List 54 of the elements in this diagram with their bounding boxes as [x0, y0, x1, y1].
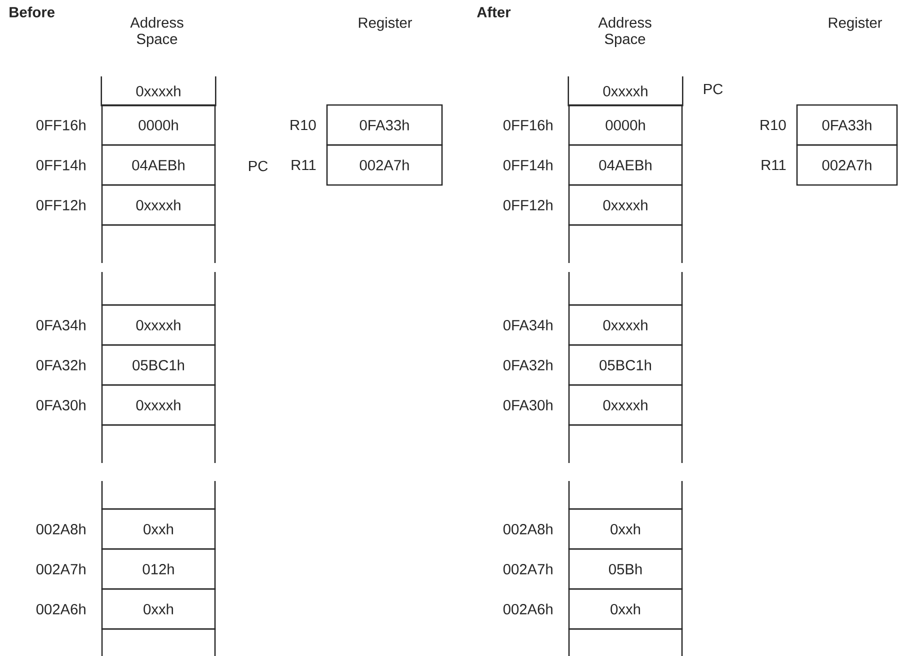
label: Register: [358, 17, 412, 31]
register-cell: 002A7h: [796, 144, 898, 186]
memory-cell: 0xxxxh: [100, 76, 216, 106]
address-label: 0FA34h: [503, 320, 552, 330]
address-label: 0FF14h: [503, 160, 552, 170]
memory-cell: 05BC1h: [101, 344, 216, 386]
address-label: 0FA32h: [503, 360, 552, 370]
memory-cell: 0000h: [568, 104, 683, 146]
memory-cell: 0xxxxh: [568, 304, 683, 346]
address-label: 0FF12h: [503, 200, 552, 210]
panel-title: After: [477, 6, 511, 18]
label: Address Space: [130, 16, 184, 48]
memory-cell: 0xxxxh: [101, 184, 216, 226]
register-cell: 0FA33h: [796, 104, 898, 146]
memory-cell: 0xxh: [568, 588, 683, 630]
address-label: 0FF16h: [503, 120, 552, 130]
address-label: 002A6h: [36, 604, 86, 614]
register-name: R11: [292, 160, 316, 170]
label: PC: [704, 84, 723, 94]
memory-cell: 0000h: [101, 104, 216, 146]
memory-cell: 0xxh: [568, 508, 683, 550]
memory-cell: 05BC1h: [568, 344, 683, 386]
panel-title: Before: [10, 6, 55, 18]
register-cell: 002A7h: [326, 144, 443, 186]
address-label: 0FF14h: [36, 160, 86, 170]
label: Address Space: [598, 16, 652, 48]
memory-cell: 012h: [101, 548, 216, 590]
address-label: 0FA34h: [36, 320, 86, 330]
memory-cell: 0xxxxh: [101, 384, 216, 426]
label: PC: [249, 160, 268, 172]
address-label: 002A7h: [36, 564, 86, 574]
memory-cell: 0xxh: [101, 588, 216, 630]
register-name: R10: [760, 120, 786, 130]
memory-cell: 0xxxxh: [568, 184, 683, 226]
register-cell: 0FA33h: [326, 104, 443, 146]
label: Register: [828, 17, 882, 31]
address-label: 0FA32h: [36, 360, 86, 370]
memory-cell: 05Bh: [568, 548, 683, 590]
address-label: 0FA30h: [36, 400, 86, 410]
memory-cell: 0xxxxh: [101, 304, 216, 346]
address-label: 0FF12h: [36, 200, 86, 210]
address-label: 0FF16h: [36, 120, 86, 130]
memory-cell: 0xxxxh: [568, 76, 684, 106]
address-label: 002A8h: [36, 524, 86, 534]
address-label: 0FA30h: [503, 400, 552, 410]
address-label: 002A8h: [503, 524, 552, 534]
register-name: R11: [762, 160, 786, 170]
address-label: 002A6h: [503, 604, 552, 614]
memory-cell: 04AEBh: [568, 144, 683, 186]
memory-cell: 0xxh: [101, 508, 216, 550]
address-label: 002A7h: [503, 564, 552, 574]
register-name: R10: [290, 120, 316, 130]
memory-cell: 04AEBh: [101, 144, 216, 186]
memory-cell: 0xxxxh: [568, 384, 683, 426]
